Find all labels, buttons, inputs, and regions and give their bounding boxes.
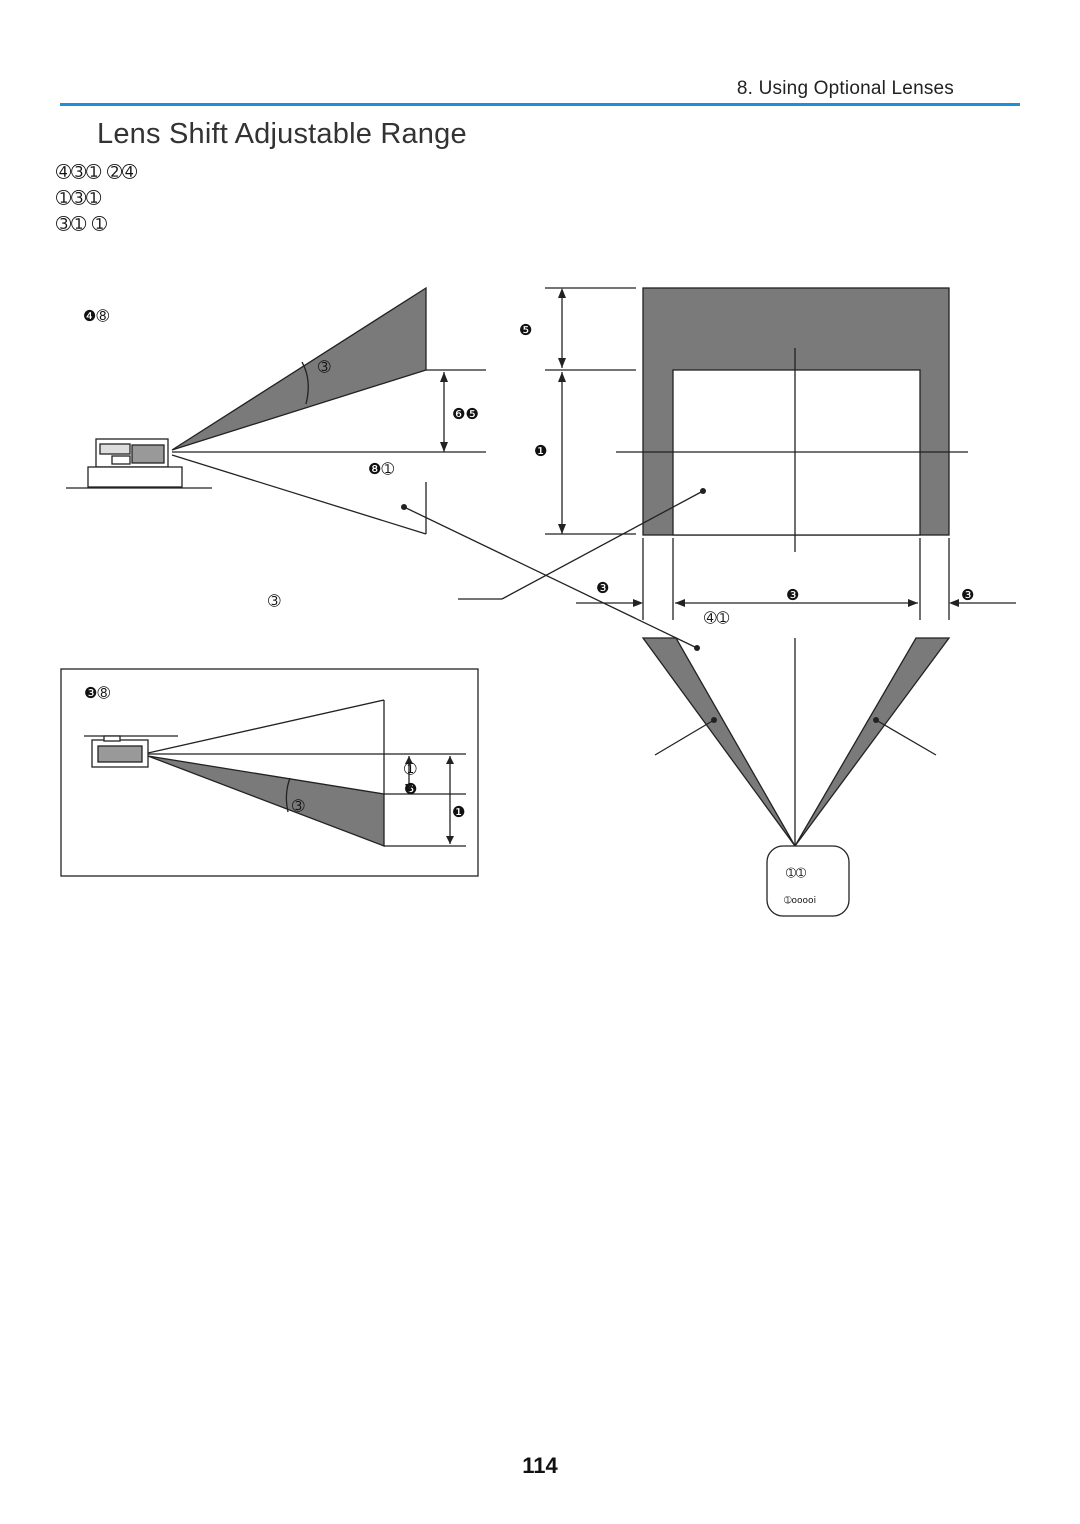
label-width-right: ❸ [961,586,975,604]
screen-front-view [616,287,968,552]
label-lens-center: ➂ [268,592,281,610]
left-shift-beam [641,637,796,847]
label-ceiling-mid: ❺ [404,780,418,798]
vertical-dimensions [426,287,636,535]
desk-projection-side-view [66,286,486,535]
intro-line: ➀➂➀ [56,188,102,209]
projector-top-view [766,845,850,917]
page-number: 114 [522,1453,558,1478]
label-desk-front: ❹➇ [83,307,110,325]
section-header: 8. Using Optional Lenses [736,78,954,99]
label-projector-small: ➀ooooi [784,896,817,906]
label-shift-big: ❺ [519,321,533,339]
top-view [641,637,951,917]
label-ceiling-front: ❸➇ [84,684,111,702]
upper-shift-beam [171,286,427,451]
header-rule [60,103,1020,106]
page-title: Lens Shift Adjustable Range [97,118,467,150]
intro-line: ➂➀ ➀ [56,214,107,235]
lower-shift-beam [147,755,385,847]
ceiling-mount-inset [60,668,479,877]
right-shift-beam [794,637,951,847]
lower-beam-edge [171,454,427,535]
label-ceiling-height: ❶ [452,803,466,821]
label-screen-height: ❶ [534,442,548,460]
label-width-mid: ❸ [786,586,800,604]
horizontal-dimensions [576,538,1016,620]
label-width-left: ❸ [596,579,610,597]
label-shift-small: ❻❺ [452,405,479,423]
inset-frame [60,668,479,877]
intro-line: ➃➂➀ ➁➃ [56,162,138,183]
angle-arc [301,361,309,405]
label-center-axis: ❽➀ [368,460,395,478]
desk [87,466,183,488]
label-angle-lower: ➂ [292,797,305,815]
label-ceiling-small: ➀ [404,760,417,778]
label-projector-top: ➀➀ [786,866,807,880]
pointer-lens-center [403,506,698,649]
label-width-note: ➃➀ [704,609,730,627]
label-angle-upper: ➂ [318,358,331,376]
intro-text: ➃➂➀ ➁➃ ➀➂➀ ➂➀ ➀ [56,160,137,238]
